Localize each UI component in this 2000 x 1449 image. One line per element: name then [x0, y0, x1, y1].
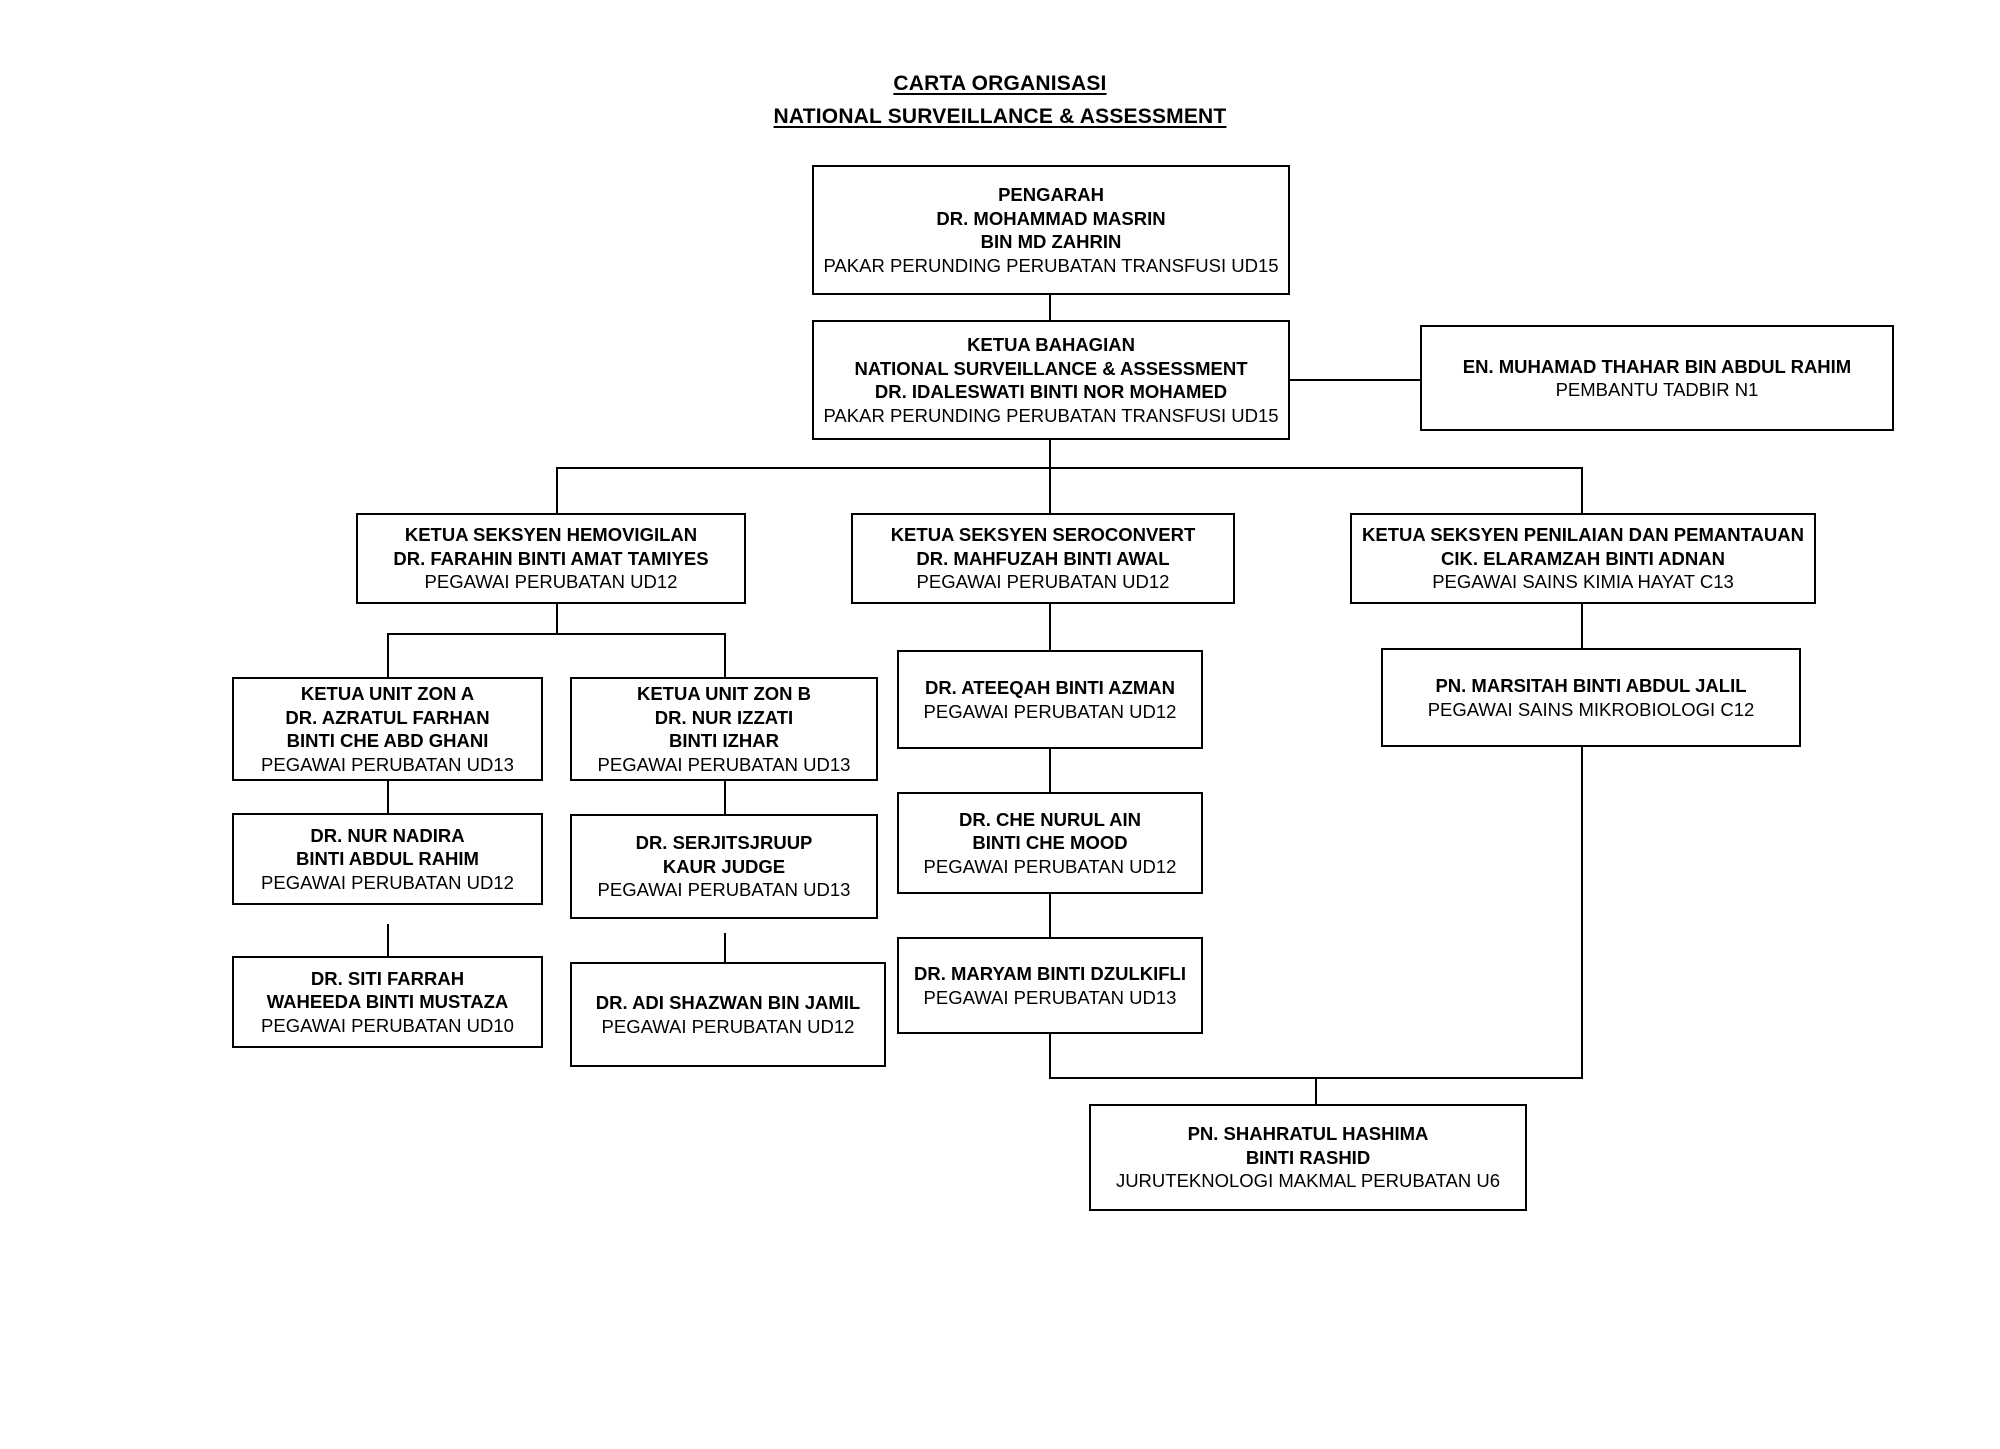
connector-bus-to-seroconvert — [1049, 467, 1051, 515]
unit-zon-a-grade: PEGAWAI PERUBATAN UD13 — [261, 753, 514, 775]
ateeqah-grade: PEGAWAI PERUBATAN UD12 — [923, 700, 1177, 722]
pengarah-role: PENGARAH — [998, 184, 1104, 205]
shahratul-name-line-1: PN. SHAHRATUL HASHIMA — [1187, 1123, 1429, 1145]
seksyen-penilaian-name: CIK. ELARAMZAH BINTI ADNAN — [1441, 547, 1725, 569]
node-seksyen-hemovigilan[interactable]: KETUA SEKSYEN HEMOVIGILAN DR. FARAHIN BI… — [356, 513, 746, 604]
node-ateeqah[interactable]: DR. ATEEQAH BINTI AZMAN PEGAWAI PERUBATA… — [897, 650, 1203, 749]
ketua-bahagian-name: DR. IDALESWATI BINTI NOR MOHAMED — [874, 381, 1228, 402]
che-nurul-ain-name-line-2: BINTI CHE MOOD — [972, 832, 1128, 854]
adi-shazwan-name: DR. ADI SHAZWAN BIN JAMIL — [595, 992, 861, 1013]
connector-zon-b-to-serjitsjruup — [724, 780, 726, 815]
seksyen-seroconvert-role: KETUA SEKSYEN SEROCONVERT — [890, 524, 1196, 546]
pengarah-grade: PAKAR PERUNDING PERUBATAN TRANSFUSI UD15 — [823, 254, 1279, 276]
unit-zon-a-name-line-1: DR. AZRATUL FARHAN — [285, 706, 490, 728]
connector-bus-to-shahratul — [1315, 1077, 1317, 1105]
connector-section-bus — [556, 467, 1583, 469]
adi-shazwan-grade: PEGAWAI PERUBATAN UD12 — [601, 1015, 855, 1037]
siti-farrah-name-line-2: WAHEEDA BINTI MUSTAZA — [266, 991, 509, 1013]
node-pembantu-tadbir[interactable]: EN. MUHAMAD THAHAR BIN ABDUL RAHIM PEMBA… — [1420, 325, 1894, 431]
connector-bus-to-zon-a — [387, 633, 389, 678]
connector-seroconvert-to-ateeqah — [1049, 604, 1051, 651]
node-nur-nadira[interactable]: DR. NUR NADIRA BINTI ABDUL RAHIM PEGAWAI… — [232, 813, 543, 905]
connector-hemovigilan-down — [556, 604, 558, 634]
connector-marsitah-down — [1581, 747, 1583, 1078]
marsitah-grade: PEGAWAI SAINS MIKROBIOLOGI C12 — [1427, 698, 1755, 720]
pengarah-name-line-2: BIN MD ZAHRIN — [980, 231, 1122, 252]
node-seksyen-seroconvert[interactable]: KETUA SEKSYEN SEROCONVERT DR. MAHFUZAH B… — [851, 513, 1235, 604]
connector-che-nurul-ain-to-maryam — [1049, 894, 1051, 938]
connector-zone-bus — [387, 633, 725, 635]
node-shahratul[interactable]: PN. SHAHRATUL HASHIMA BINTI RASHID JURUT… — [1089, 1104, 1527, 1211]
pembantu-tadbir-grade: PEMBANTU TADBIR N1 — [1555, 379, 1759, 400]
ketua-bahagian-grade: PAKAR PERUNDING PERUBATAN TRANSFUSI UD15 — [823, 404, 1279, 426]
seksyen-penilaian-grade: PEGAWAI SAINS KIMIA HAYAT C13 — [1432, 571, 1734, 593]
siti-farrah-grade: PEGAWAI PERUBATAN UD10 — [261, 1014, 514, 1036]
seksyen-hemovigilan-role: KETUA SEKSYEN HEMOVIGILAN — [404, 524, 698, 546]
ketua-bahagian-role-line-2: NATIONAL SURVEILLANCE & ASSESSMENT — [854, 357, 1248, 379]
node-serjitsjruup[interactable]: DR. SERJITSJRUUP KAUR JUDGE PEGAWAI PERU… — [570, 814, 878, 919]
maryam-name: DR. MARYAM BINTI DZULKIFLI — [914, 963, 1186, 984]
unit-zon-a-role: KETUA UNIT ZON A — [300, 683, 475, 704]
seksyen-hemovigilan-grade: PEGAWAI PERUBATAN UD12 — [424, 571, 678, 593]
unit-zon-b-name-line-1: DR. NUR IZZATI — [654, 706, 794, 728]
node-seksyen-penilaian[interactable]: KETUA SEKSYEN PENILAIAN DAN PEMANTAUAN C… — [1350, 513, 1816, 604]
node-che-nurul-ain[interactable]: DR. CHE NURUL AIN BINTI CHE MOOD PEGAWAI… — [897, 792, 1203, 894]
shahratul-grade: JURUTEKNOLOGI MAKMAL PERUBATAN U6 — [1115, 1170, 1501, 1192]
connector-ateeqah-to-che-nurul-ain — [1049, 749, 1051, 793]
serjitsjruup-grade: PEGAWAI PERUBATAN UD13 — [597, 879, 851, 901]
unit-zon-a-name-line-2: BINTI CHE ABD GHANI — [286, 730, 489, 751]
serjitsjruup-name-line-2: KAUR JUDGE — [662, 855, 786, 877]
maryam-grade: PEGAWAI PERUBATAN UD13 — [923, 986, 1177, 1008]
node-ketua-bahagian[interactable]: KETUA BAHAGIAN NATIONAL SURVEILLANCE & A… — [812, 320, 1290, 440]
nur-nadira-name-line-1: DR. NUR NADIRA — [310, 824, 465, 846]
pembantu-tadbir-name: EN. MUHAMAD THAHAR BIN ABDUL RAHIM — [1462, 355, 1852, 377]
node-siti-farrah[interactable]: DR. SITI FARRAH WAHEEDA BINTI MUSTAZA PE… — [232, 956, 543, 1048]
unit-zon-b-role: KETUA UNIT ZON B — [636, 683, 812, 704]
node-marsitah[interactable]: PN. MARSITAH BINTI ABDUL JALIL PEGAWAI S… — [1381, 648, 1801, 747]
connector-bus-to-penilaian — [1581, 467, 1583, 515]
ketua-bahagian-role-line-1: KETUA BAHAGIAN — [967, 334, 1135, 355]
connector-bus-to-zon-b — [724, 633, 726, 678]
pengarah-name-line-1: DR. MOHAMMAD MASRIN — [936, 207, 1166, 229]
node-adi-shazwan[interactable]: DR. ADI SHAZWAN BIN JAMIL PEGAWAI PERUBA… — [570, 962, 886, 1067]
connector-maryam-down — [1049, 1034, 1051, 1078]
connector-bus-to-hemovigilan — [556, 467, 558, 515]
siti-farrah-name-line-1: DR. SITI FARRAH — [310, 967, 465, 989]
node-maryam[interactable]: DR. MARYAM BINTI DZULKIFLI PEGAWAI PERUB… — [897, 937, 1203, 1034]
marsitah-name: PN. MARSITAH BINTI ABDUL JALIL — [1435, 675, 1747, 696]
unit-zon-b-grade: PEGAWAI PERUBATAN UD13 — [597, 753, 851, 775]
ateeqah-name: DR. ATEEQAH BINTI AZMAN — [924, 677, 1176, 698]
shahratul-name-line-2: BINTI RASHID — [1245, 1146, 1371, 1168]
seksyen-hemovigilan-name: DR. FARAHIN BINTI AMAT TAMIYES — [393, 547, 709, 569]
che-nurul-ain-grade: PEGAWAI PERUBATAN UD12 — [923, 855, 1177, 877]
nur-nadira-grade: PEGAWAI PERUBATAN UD12 — [261, 871, 514, 893]
title-line-2: NATIONAL SURVEILLANCE & ASSESSMENT — [773, 105, 1227, 128]
connector-ketua-bahagian-down — [1049, 438, 1051, 468]
nur-nadira-name-line-2: BINTI ABDUL RAHIM — [296, 848, 479, 870]
connector-zon-a-to-nur-nadira — [387, 780, 389, 814]
connector-nur-nadira-to-siti-farrah — [387, 924, 389, 957]
page-title: CARTA ORGANISASI NATIONAL SURVEILLANCE &… — [0, 68, 2000, 134]
connector-ketua-bahagian-to-pembantu-tadbir — [1290, 379, 1420, 381]
connector-penilaian-to-marsitah — [1581, 604, 1583, 649]
serjitsjruup-name-line-1: DR. SERJITSJRUUP — [635, 832, 813, 854]
title-line-1: CARTA ORGANISASI — [893, 72, 1107, 95]
seksyen-penilaian-role: KETUA SEKSYEN PENILAIAN DAN PEMANTAUAN — [1362, 524, 1804, 546]
node-unit-zon-a[interactable]: KETUA UNIT ZON A DR. AZRATUL FARHAN BINT… — [232, 677, 543, 781]
seksyen-seroconvert-grade: PEGAWAI PERUBATAN UD12 — [916, 571, 1170, 593]
node-pengarah[interactable]: PENGARAH DR. MOHAMMAD MASRIN BIN MD ZAHR… — [812, 165, 1290, 295]
seksyen-seroconvert-name: DR. MAHFUZAH BINTI AWAL — [916, 547, 1170, 569]
connector-serjitsjruup-to-adi-shazwan — [724, 933, 726, 963]
connector-pengarah-to-ketua-bahagian — [1049, 293, 1051, 322]
node-unit-zon-b[interactable]: KETUA UNIT ZON B DR. NUR IZZATI BINTI IZ… — [570, 677, 878, 781]
che-nurul-ain-name-line-1: DR. CHE NURUL AIN — [959, 808, 1141, 830]
unit-zon-b-name-line-2: BINTI IZHAR — [669, 730, 779, 751]
